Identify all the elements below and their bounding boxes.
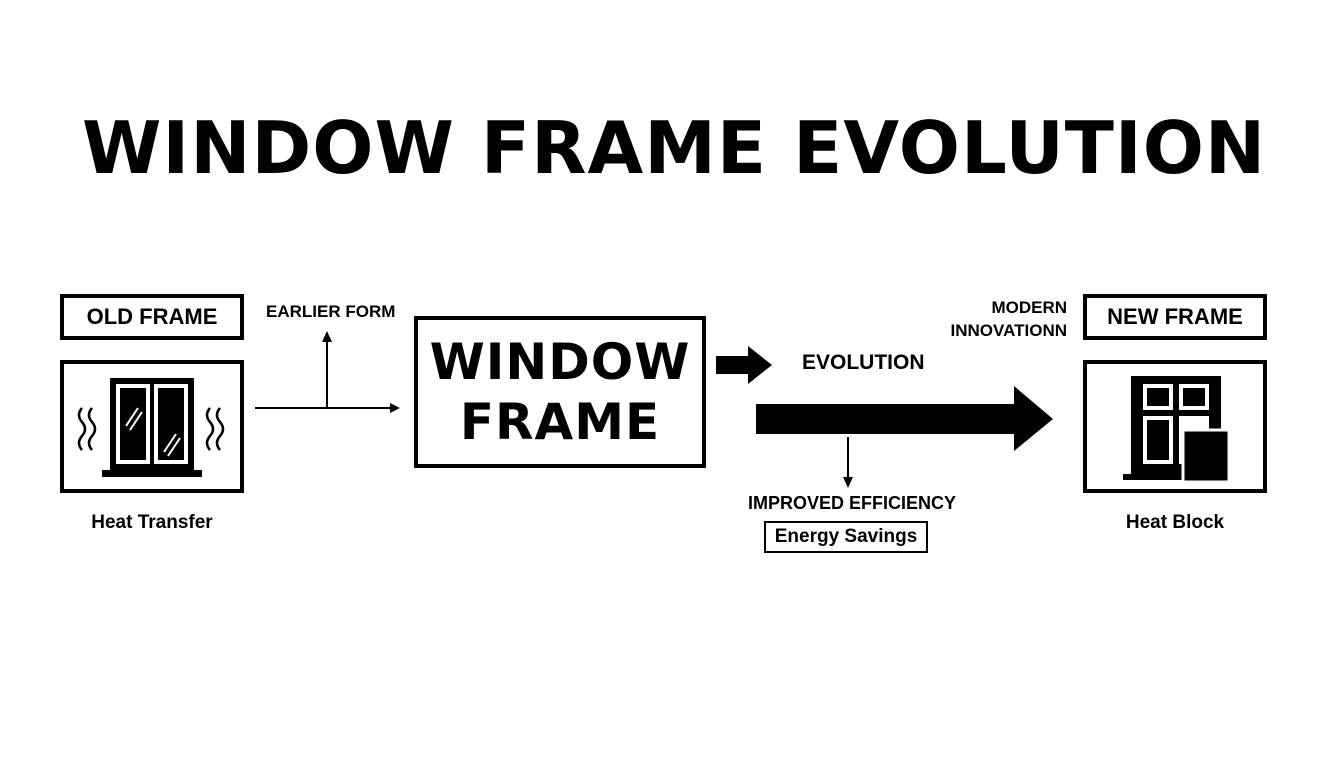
small-evolution-arrow [716, 346, 772, 384]
window-frame-line2: FRAME [459, 393, 661, 451]
window-frame-box: WINDOW FRAME [414, 316, 706, 468]
old-frame-label: OLD FRAME [60, 294, 244, 340]
arrow-improved-efficiency-head [843, 477, 853, 488]
modern-line2: INNOVATIONN [950, 321, 1067, 340]
new-frame-label: NEW FRAME [1083, 294, 1267, 340]
big-evolution-arrow [756, 386, 1053, 451]
arrow-old-to-center-head [390, 403, 400, 413]
energy-savings-box: Energy Savings [764, 521, 928, 553]
arrow-earlier-form-head [322, 331, 332, 342]
window-frame-line1: WINDOW [429, 333, 691, 391]
evolution-label: EVOLUTION [802, 351, 925, 374]
improved-efficiency-label: IMPROVED EFFICIENCY [748, 493, 957, 513]
earlier-form-label: EARLIER FORM [266, 302, 396, 321]
modern-innovation-label: MODERN INNOVATIONN [940, 296, 1067, 342]
new-frame-panel [1083, 360, 1267, 493]
page-title: WINDOW FRAME EVOLUTION [82, 106, 1267, 190]
old-window-heat-icon [77, 378, 225, 477]
new-window-block-icon [1123, 376, 1231, 484]
old-frame-panel [60, 360, 244, 493]
modern-line1: MODERN [991, 298, 1067, 317]
heat-block-caption: Heat Block [1125, 512, 1225, 533]
heat-transfer-caption: Heat Transfer [91, 512, 213, 533]
